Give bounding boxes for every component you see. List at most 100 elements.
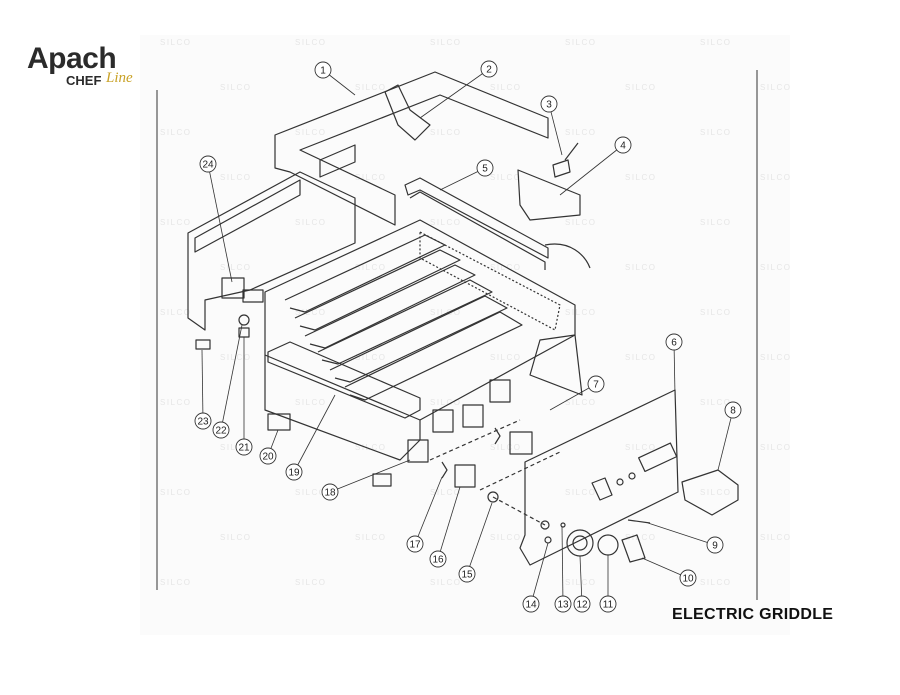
watermark-text: SILCO — [760, 173, 792, 182]
chassis-side — [529, 334, 583, 396]
watermark-text: SILCO — [700, 38, 732, 47]
terminal-block-1 — [454, 464, 476, 488]
terminal-block-2 — [509, 431, 533, 455]
watermark-text: SILCO — [565, 308, 597, 317]
callout-leader — [220, 324, 243, 431]
watermark-text: SILCO — [430, 38, 462, 47]
watermark-text: SILCO — [430, 308, 462, 317]
callout-circle — [285, 463, 303, 481]
washer-part — [487, 491, 499, 503]
element-wires — [544, 243, 591, 269]
watermark-text: SILCO — [430, 218, 462, 227]
callout-leader — [717, 409, 734, 471]
ring-inner — [572, 535, 588, 551]
callout-number: 10 — [682, 574, 694, 585]
bulb-part — [552, 159, 571, 178]
callout-circle — [522, 595, 540, 613]
watermark-text: SILCO — [430, 578, 462, 587]
screw-part-13 — [560, 522, 566, 528]
watermark-text: SILCO — [565, 488, 597, 497]
callout-circle — [476, 159, 494, 177]
callout-number: 19 — [288, 468, 300, 479]
callout-number: 6 — [671, 338, 677, 349]
callout-number: 3 — [546, 100, 552, 111]
callout-circle — [573, 595, 591, 613]
callout-circle — [194, 412, 212, 430]
watermark-text: SILCO — [700, 308, 732, 317]
callout-number: 13 — [557, 600, 569, 611]
watermark-text: SILCO — [490, 353, 522, 362]
watermark-text: SILCO — [295, 38, 327, 47]
callout-circle — [212, 421, 230, 439]
regulator-2 — [432, 409, 454, 433]
callout-leader — [548, 103, 563, 156]
watermark-text: SILCO — [760, 83, 792, 92]
watermark-text: SILCO — [760, 263, 792, 272]
watermark-text: SILCO — [625, 533, 657, 542]
watermark-text: SILCO — [430, 488, 462, 497]
scraper-part — [384, 84, 431, 141]
watermark-text: SILCO — [295, 578, 327, 587]
watermark-text: SILCO — [355, 173, 387, 182]
callout-number: 12 — [576, 600, 588, 611]
callout-number: 7 — [593, 380, 599, 391]
watermark-text: SILCO — [355, 83, 387, 92]
perforated-plate — [419, 231, 561, 331]
knob-part — [621, 534, 646, 563]
regulator-1 — [407, 439, 429, 463]
callout-number: 14 — [525, 600, 537, 611]
callout-number: 18 — [324, 488, 336, 499]
watermark-text: SILCO — [160, 218, 192, 227]
brand-sub: CHEF — [66, 73, 102, 88]
callout-leader — [201, 349, 204, 422]
callout-circle — [314, 61, 332, 79]
callout-circle — [406, 535, 424, 553]
watermark-text: SILCO — [160, 398, 192, 407]
callout-circle — [480, 60, 498, 78]
callout-number: 15 — [461, 570, 473, 581]
callout-circle — [199, 155, 217, 173]
watermark-text: SILCO — [355, 263, 387, 272]
watermark-text: SILCO — [700, 488, 732, 497]
brand-line: Line — [106, 70, 133, 86]
callout-circle — [540, 95, 558, 113]
callout-leader — [207, 163, 233, 283]
callout-circle — [724, 401, 742, 419]
watermark-text: SILCO — [220, 533, 252, 542]
callout-leader — [466, 502, 493, 575]
control-box — [221, 277, 245, 299]
panel-hole-1 — [616, 478, 624, 486]
nut-part-22 — [238, 314, 250, 326]
switch-box-2 — [372, 473, 392, 487]
callout-leader — [293, 394, 336, 473]
panel-hole-3 — [540, 520, 550, 530]
callout-circle — [599, 595, 617, 613]
heating-element-top — [404, 177, 549, 259]
heating-coil-6 — [344, 311, 523, 401]
watermark-text: SILCO — [565, 398, 597, 407]
brand-name: Apach — [27, 42, 117, 75]
bulb-wire — [564, 142, 579, 161]
watermark-text: SILCO — [430, 128, 462, 137]
watermark-text: SILCO — [160, 128, 192, 137]
watermark-text: SILCO — [700, 578, 732, 587]
top-cover-part — [274, 71, 549, 226]
diagram-title: ELECTRIC GRIDDLE — [672, 606, 834, 623]
panel-knob — [591, 477, 613, 501]
watermark-text: SILCO — [760, 443, 792, 452]
watermark-text: SILCO — [430, 398, 462, 407]
watermark-text: SILCO — [160, 308, 192, 317]
heating-element-top-2 — [409, 191, 546, 270]
switch-box-part — [267, 413, 291, 431]
watermark-text: SILCO — [220, 353, 252, 362]
callout-number: 5 — [482, 164, 488, 175]
watermark-text: SILCO — [490, 83, 522, 92]
watermark-text: SILCO — [625, 263, 657, 272]
side-rail-part — [517, 169, 581, 221]
callout-number: 20 — [262, 452, 274, 463]
callout-leader — [437, 486, 461, 560]
callout-leader — [329, 459, 411, 493]
terminal-strip — [242, 289, 264, 303]
